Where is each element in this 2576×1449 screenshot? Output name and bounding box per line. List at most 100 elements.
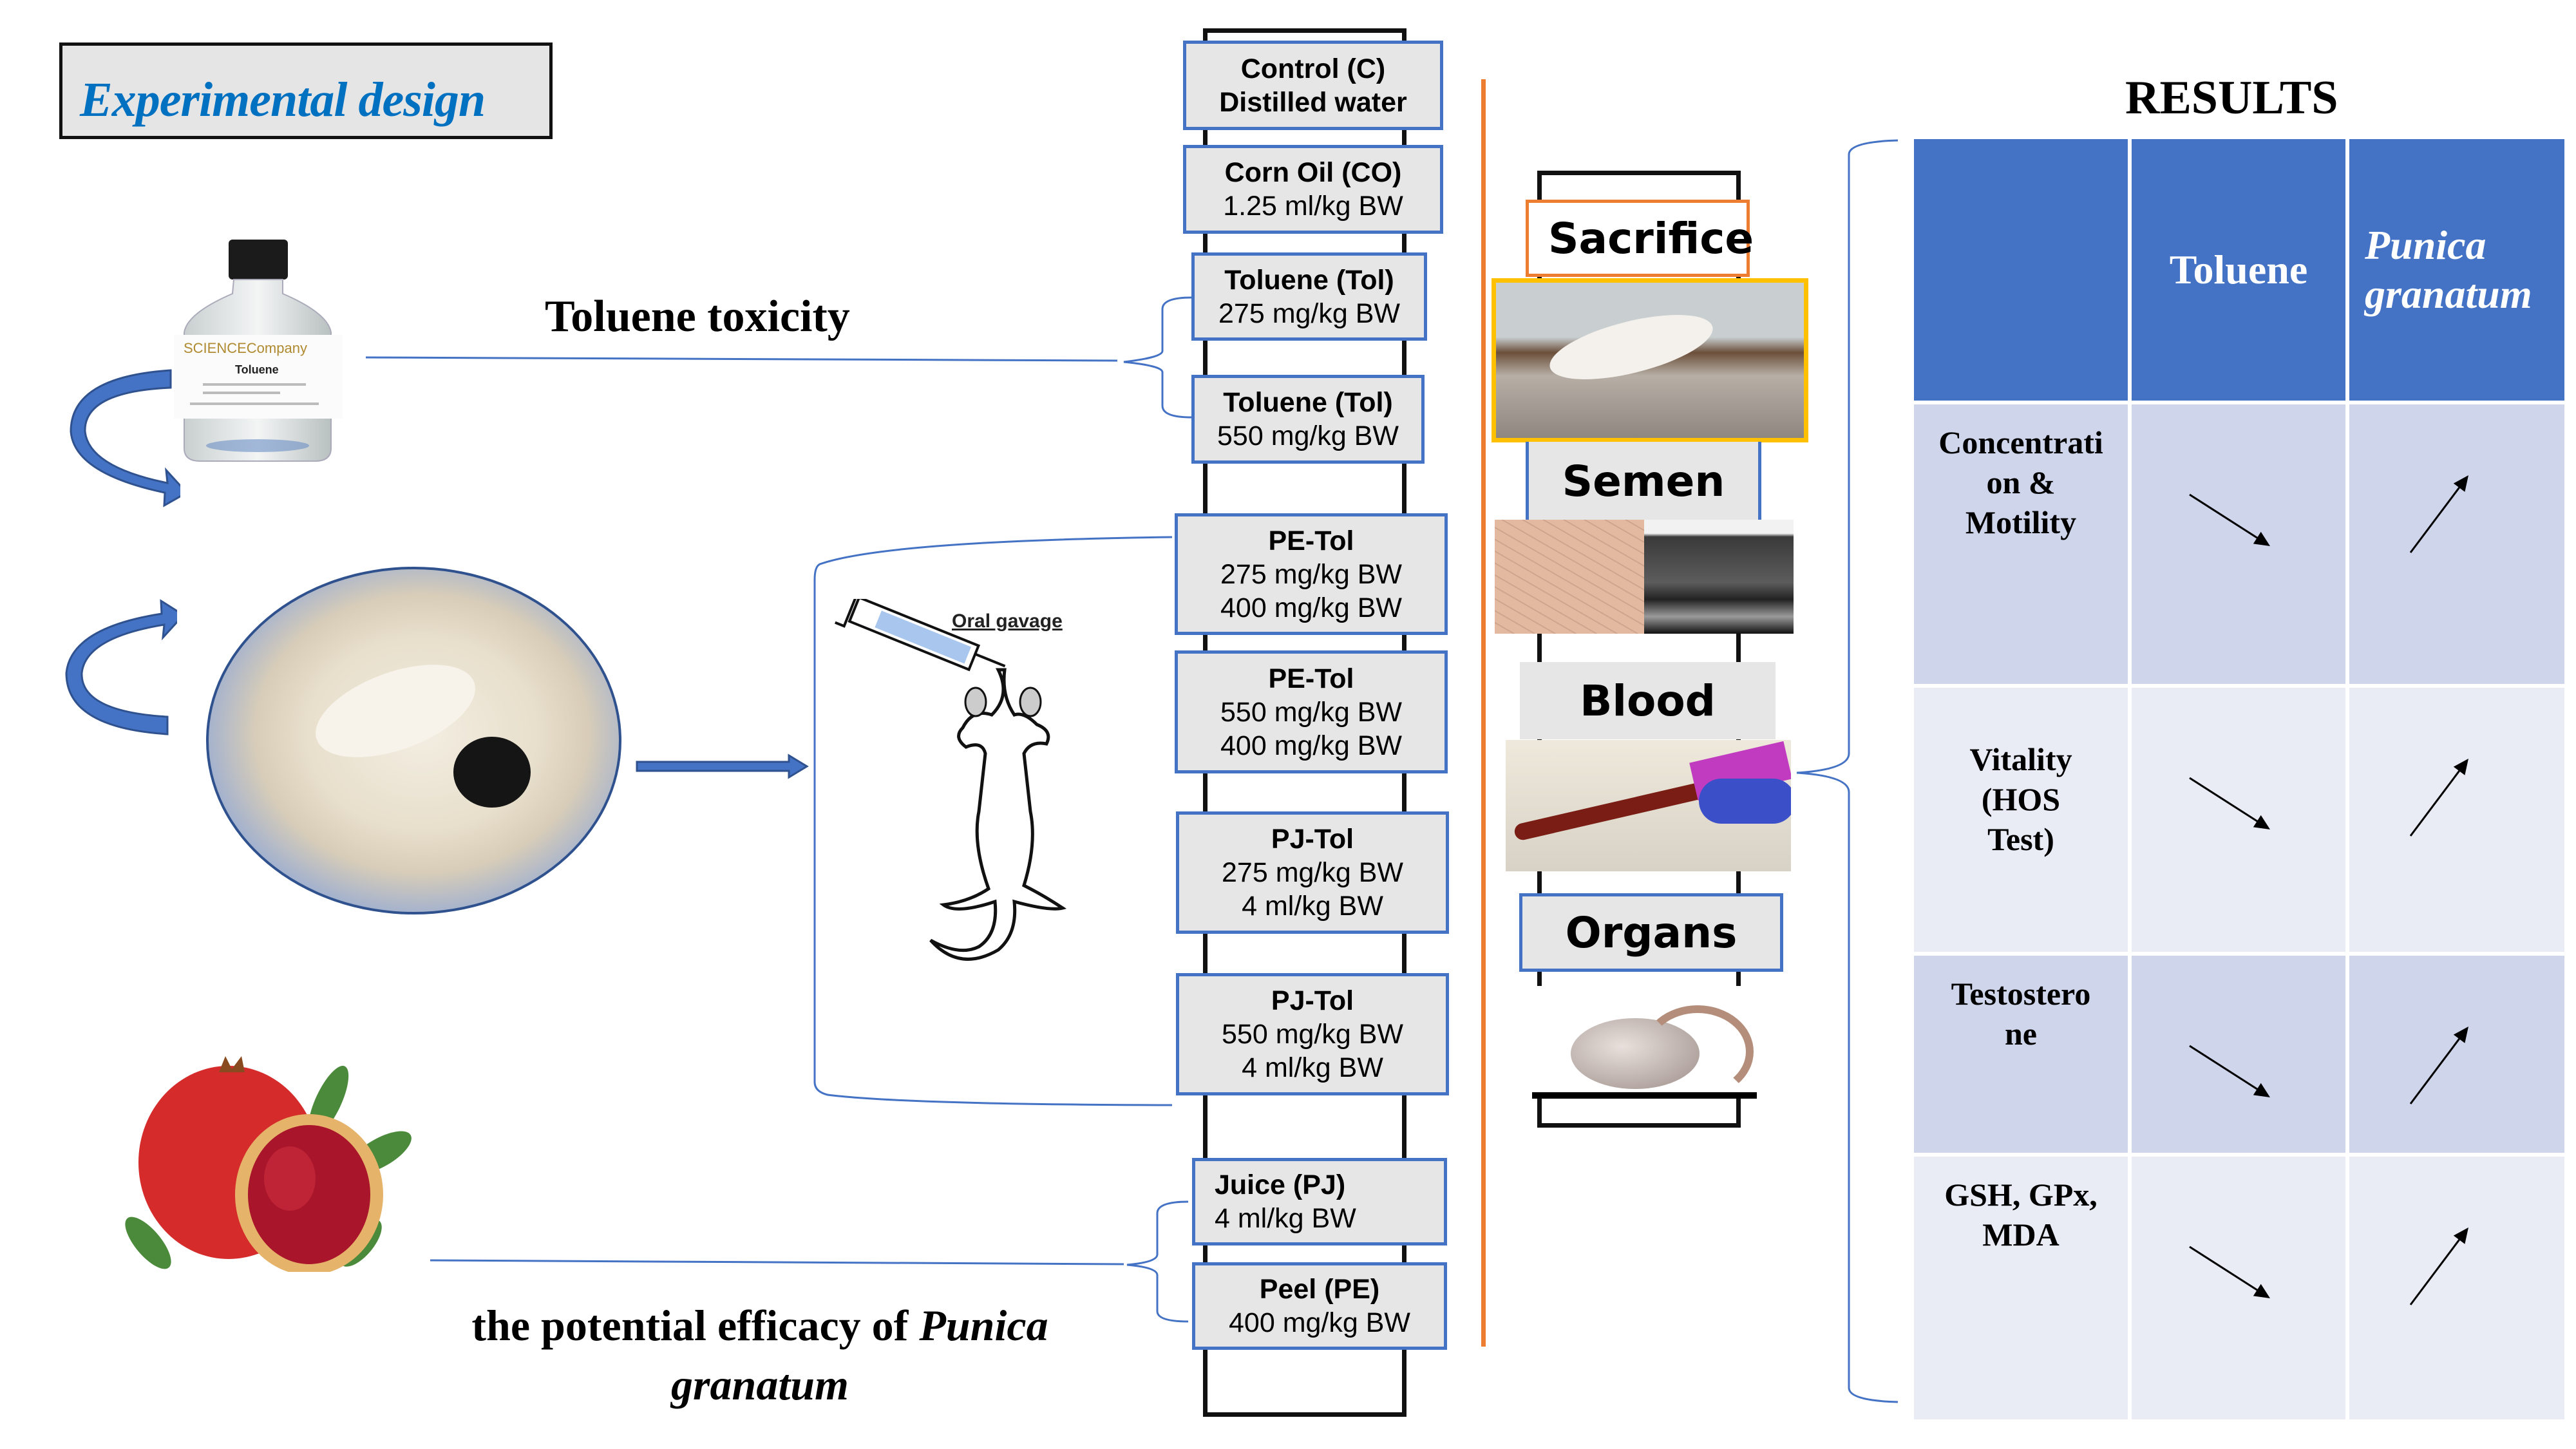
punica-effect-cell — [2349, 688, 2564, 952]
group-dose: Distilled water — [1219, 86, 1407, 118]
group-name: PJ-Tol — [1271, 824, 1354, 855]
group-dose: 275 mg/kg BW — [1220, 558, 1402, 590]
testis-photo — [1532, 986, 1757, 1099]
group-dose: 4 ml/kg BW — [1242, 1052, 1383, 1083]
group-name: PE-Tol — [1268, 663, 1354, 694]
group-dose: 1.25 ml/kg BW — [1223, 191, 1403, 222]
toluene-effect-cell — [2132, 404, 2345, 684]
toluene-bottle-image: SCIENCECompany Toluene — [174, 240, 343, 462]
group-dose: 400 mg/kg BW — [1220, 730, 1402, 761]
toluene-effect-cell — [2132, 956, 2345, 1153]
step-sacrifice: Sacrifice — [1526, 200, 1754, 277]
group-dose: 275 mg/kg BW — [1218, 298, 1400, 329]
blood-tube-shape — [1513, 777, 1724, 842]
table-row: Vitality (HOS Test) — [1914, 688, 2564, 952]
efficacy-species: Punica granatum — [671, 1301, 1048, 1409]
table-row: GSH, GPx, MDA — [1914, 1157, 2564, 1419]
punica-effect-cell — [2349, 404, 2564, 684]
arrow-head — [2253, 1083, 2270, 1097]
group-name: Toluene (Tol) — [1223, 387, 1393, 418]
sperm-smear-image — [1495, 520, 1644, 634]
arrow-up-right-icon — [2409, 475, 2468, 553]
group-juice: Juice (PJ) 4 ml/kg BW — [1192, 1158, 1447, 1245]
microscope-screen-image — [1644, 520, 1794, 634]
arrow-head — [2253, 1283, 2270, 1298]
group-dose: 400 mg/kg BW — [1229, 1307, 1410, 1338]
group-name: Peel (PE) — [1259, 1274, 1380, 1305]
row-label-line: Vitality — [1969, 741, 2072, 777]
group-pe-tol-275: PE-Tol 275 mg/kg BW 400 mg/kg BW — [1175, 513, 1448, 635]
arrow-head — [2253, 815, 2270, 829]
row-label-line: on & — [1986, 464, 2056, 500]
group-dose: 4 ml/kg BW — [1215, 1203, 1356, 1234]
group-dose: 400 mg/kg BW — [1220, 592, 1402, 623]
toluene-toxicity-label: Toluene toxicity — [545, 292, 850, 341]
group-name: Control (C) — [1240, 53, 1386, 84]
row-label-line: Motility — [1965, 504, 2077, 540]
header-punica: Punica granatum — [2349, 139, 2564, 401]
row-label-line: ne — [2005, 1016, 2037, 1052]
group-name: PJ-Tol — [1271, 985, 1354, 1016]
results-table: Toluene Punica granatum Concentrati on &… — [1910, 135, 2568, 1423]
arrow-shaft — [2189, 1045, 2262, 1093]
row-label: GSH, GPx, MDA — [1914, 1157, 2128, 1419]
punica-effect-cell — [2349, 956, 2564, 1153]
table-row: Testostero ne — [1914, 956, 2564, 1153]
punica-effect-cell — [2349, 1157, 2564, 1419]
group-corn-oil: Corn Oil (CO) 1.25 ml/kg BW — [1183, 145, 1443, 234]
efficacy-prefix: the potential efficacy of — [471, 1301, 920, 1350]
arrow-shaft — [2409, 1034, 2463, 1104]
group-pj-tol-550: PJ-Tol 550 mg/kg BW 4 ml/kg BW — [1176, 973, 1449, 1095]
group-pj-tol-275: PJ-Tol 275 mg/kg BW 4 ml/kg BW — [1176, 811, 1449, 934]
arrow-shaft — [2189, 493, 2262, 542]
toluene-effect-cell — [2132, 688, 2345, 952]
row-label: Concentrati on & Motility — [1914, 404, 2128, 684]
arrow-shaft — [2409, 482, 2463, 553]
header-toluene: Toluene — [2132, 139, 2345, 401]
timeline-divider — [1481, 79, 1486, 1347]
arrow-head — [2253, 531, 2270, 546]
white-rat-shape — [1544, 301, 1719, 393]
lab-rats-photo — [206, 567, 621, 914]
results-title: RESULTS — [2125, 71, 2338, 124]
group-name: Toluene (Tol) — [1224, 264, 1394, 296]
punica-efficacy-label: the potential efficacy of Punica granatu… — [399, 1296, 1121, 1414]
page-title: Experimental design — [80, 73, 486, 127]
arrow-head — [2453, 1027, 2468, 1043]
group-dose: 275 mg/kg BW — [1222, 857, 1403, 888]
curved-arrow-icon — [70, 369, 180, 507]
arrow-down-right-icon — [2189, 1045, 2270, 1097]
group-pe-tol-550: PE-Tol 550 mg/kg BW 400 mg/kg BW — [1175, 650, 1448, 773]
pomegranate-image — [125, 1056, 412, 1272]
row-label-line: Testostero — [1951, 976, 2091, 1012]
step-semen: Semen — [1526, 442, 1761, 520]
group-name: Corn Oil (CO) — [1224, 157, 1402, 188]
arrow-up-right-icon — [2409, 759, 2468, 837]
group-peel: Peel (PE) 400 mg/kg BW — [1192, 1262, 1447, 1350]
group-dose: 4 ml/kg BW — [1242, 891, 1383, 922]
results-bracket — [1796, 139, 1899, 1403]
row-label-line: (HOS — [1981, 781, 2061, 817]
row-label-line: Concentrati — [1938, 424, 2103, 460]
group-name: Juice (PJ) — [1215, 1170, 1346, 1200]
glove-shape — [1699, 779, 1791, 824]
blood-sample-photo — [1506, 740, 1791, 871]
toluene-connector — [365, 296, 1192, 419]
arrow-shaft — [2409, 766, 2463, 837]
group-dose: 550 mg/kg BW — [1220, 696, 1402, 728]
epididymis-shape — [1642, 1005, 1754, 1092]
arrow-head — [2453, 475, 2468, 492]
toluene-effect-cell — [2132, 1157, 2345, 1419]
group-toluene-550: Toluene (Tol) 550 mg/kg BW — [1191, 375, 1425, 464]
group-toluene-275: Toluene (Tol) 275 mg/kg BW — [1191, 252, 1427, 341]
row-label: Testostero ne — [1914, 956, 2128, 1153]
punica-connector — [430, 1200, 1189, 1323]
bottle-product: Toluene — [235, 363, 279, 376]
header-empty-cell — [1914, 139, 2128, 401]
step-blood: Blood — [1520, 662, 1776, 739]
semen-photo — [1495, 520, 1794, 634]
arrow-head — [2453, 1227, 2468, 1244]
gavage-bracket — [813, 536, 1173, 1106]
oral-gavage-illustration — [835, 599, 1067, 961]
row-label-line: MDA — [1982, 1217, 2060, 1253]
